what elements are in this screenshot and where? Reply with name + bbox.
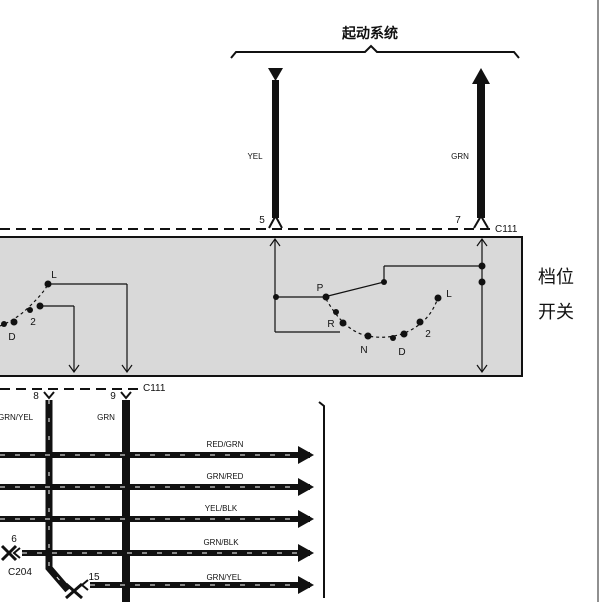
harness-label-2: GRN/RED <box>207 472 244 481</box>
arrow-right-icon <box>298 544 314 562</box>
pin-9: 9 <box>110 391 116 402</box>
connector-c111-top: C111 <box>495 224 518 235</box>
pos-label-2: 2 <box>425 329 431 340</box>
right-switch-contacts <box>269 237 488 374</box>
arrow-up-icon <box>472 68 490 84</box>
pin-7: 7 <box>455 215 461 226</box>
harness-label-1: RED/GRN <box>207 440 244 449</box>
left-switch-contacts <box>0 283 133 374</box>
right-switch-dots <box>273 262 486 341</box>
arrow-right-icon <box>298 510 314 528</box>
harness-wire-4 <box>22 544 314 562</box>
side-label-line2: 开关 <box>538 302 574 323</box>
wire-label-grn: GRN <box>451 152 469 161</box>
title-bracket <box>230 44 520 59</box>
splice-c204 <box>0 544 21 562</box>
pos-label-L: L <box>446 289 452 300</box>
harness-label-3: YEL/BLK <box>205 504 238 513</box>
pos-label-R: R <box>327 319 334 330</box>
wire-grn-lower <box>120 391 132 602</box>
harness-wire-3 <box>0 510 314 528</box>
connector-c111-bottom: C111 <box>143 383 166 394</box>
connector-c204: C204 <box>8 567 32 578</box>
pin-6: 6 <box>11 534 17 545</box>
wire-yel-upper <box>268 68 283 229</box>
wire-label-grn-lower: GRN <box>97 413 115 422</box>
pin-5: 5 <box>259 215 265 226</box>
left-pos-label-D: D <box>8 332 15 343</box>
harness-wire-2 <box>0 478 314 496</box>
left-pos-label-L: L <box>51 270 57 281</box>
wire-grn-upper <box>472 68 490 229</box>
pos-label-D: D <box>398 347 405 358</box>
pin-8: 8 <box>33 391 39 402</box>
arrow-right-icon <box>298 478 314 496</box>
system-title: 起动系统 <box>341 25 398 41</box>
wire-grn-yel-lower <box>43 391 71 593</box>
arrow-right-icon <box>298 446 314 464</box>
arrow-right-icon <box>298 576 314 594</box>
wire-label-yel: YEL <box>247 152 263 161</box>
pos-label-P: P <box>317 283 324 294</box>
harness-bracket <box>318 401 325 598</box>
harness-wire-5 <box>90 576 314 594</box>
wire-label-grn-yel: GRN/YEL <box>0 413 34 422</box>
harness-wires <box>0 446 314 594</box>
harness-label-4: GRN/BLK <box>203 538 239 547</box>
harness-label-5: GRN/YEL <box>206 573 242 582</box>
pos-label-N: N <box>360 345 367 356</box>
splice-15 <box>65 579 89 600</box>
harness-wire-1 <box>0 446 314 464</box>
left-pos-label-2: 2 <box>30 317 36 328</box>
pin-15: 15 <box>88 572 100 583</box>
gear-position-switch <box>0 236 523 377</box>
arrow-down-icon <box>268 68 283 81</box>
left-switch-dots <box>1 280 52 327</box>
side-label-line1: 档位 <box>538 267 574 288</box>
